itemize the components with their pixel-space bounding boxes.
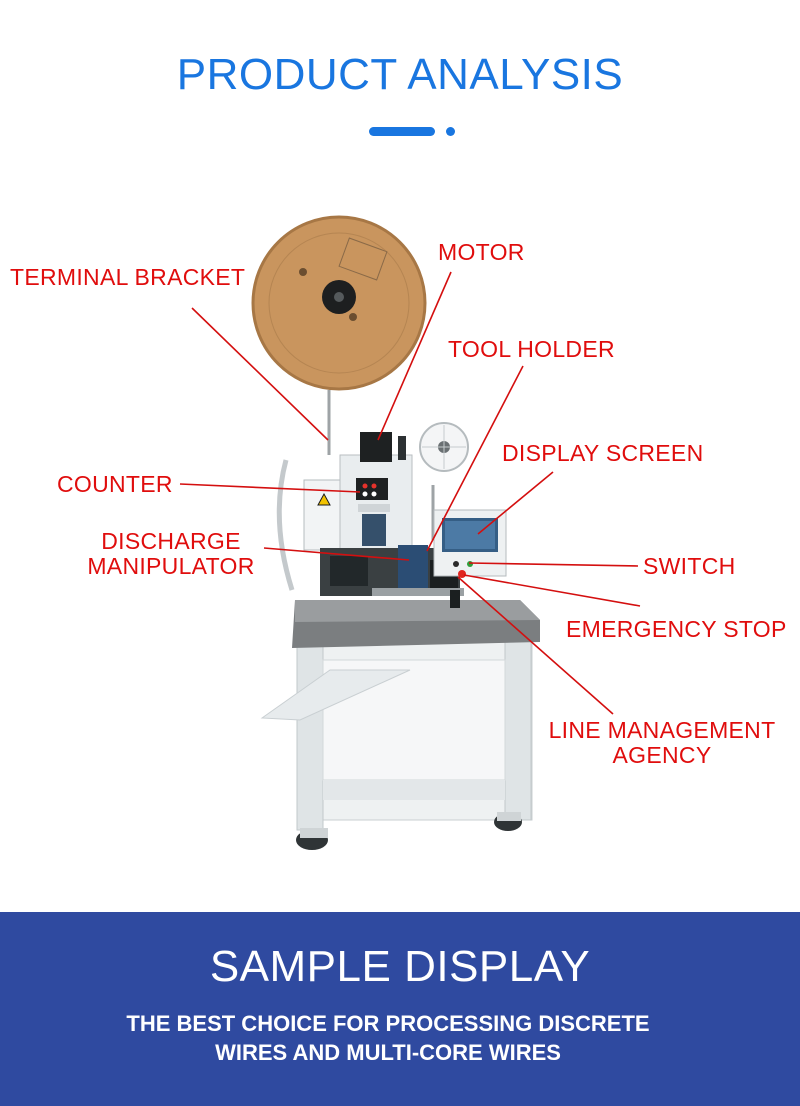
label-discharge-manipulator-line2: MANIPULATOR xyxy=(87,553,255,579)
label-motor: MOTOR xyxy=(438,239,525,265)
leader-lines xyxy=(179,271,641,715)
title-underline-dot xyxy=(446,127,455,136)
label-line-management-agency: LINE MANAGEMENT AGENCY xyxy=(546,718,778,768)
label-discharge-manipulator-line1: DISCHARGE xyxy=(101,528,241,554)
terminal-reel xyxy=(251,215,427,455)
leader-display-screen xyxy=(477,471,554,535)
banner-subtitle-line2: WIRES AND MULTI-CORE WIRES xyxy=(215,1040,561,1065)
page-title: PRODUCT ANALYSIS xyxy=(176,50,624,99)
banner-subtitle-line1: THE BEST CHOICE FOR PROCESSING DISCRETE xyxy=(126,1011,650,1036)
leader-terminal-bracket xyxy=(191,307,329,441)
machine-tabletop xyxy=(292,600,540,648)
leader-line-management xyxy=(457,576,614,715)
label-tool-holder: TOOL HOLDER xyxy=(448,336,615,362)
title-underline-bar xyxy=(369,127,435,136)
label-display-screen: DISPLAY SCREEN xyxy=(502,440,704,466)
banner-subtitle: THE BEST CHOICE FOR PROCESSING DISCRETE … xyxy=(0,1009,776,1067)
leader-motor xyxy=(377,271,452,441)
label-line-management-line1: LINE MANAGEMENT xyxy=(548,717,776,743)
label-line-management-line2: AGENCY xyxy=(612,742,712,768)
banner-title: SAMPLE DISPLAY xyxy=(209,942,591,991)
sample-display-banner xyxy=(0,912,800,1106)
label-discharge-manipulator: DISCHARGE MANIPULATOR xyxy=(82,529,260,579)
label-switch: SWITCH xyxy=(643,553,736,579)
tape-wheel xyxy=(419,422,469,540)
leader-counter xyxy=(179,483,361,493)
machine-illustration xyxy=(179,215,641,850)
leader-tool-holder xyxy=(426,365,524,552)
label-counter: COUNTER xyxy=(57,471,173,497)
leader-emergency-stop xyxy=(463,574,641,607)
label-emergency-stop: EMERGENCY STOP xyxy=(566,616,787,642)
leader-discharge-manipulator xyxy=(263,547,410,561)
leader-switch xyxy=(468,562,639,567)
label-terminal-bracket: TERMINAL BRACKET xyxy=(10,264,246,290)
machine-frame xyxy=(260,639,533,850)
